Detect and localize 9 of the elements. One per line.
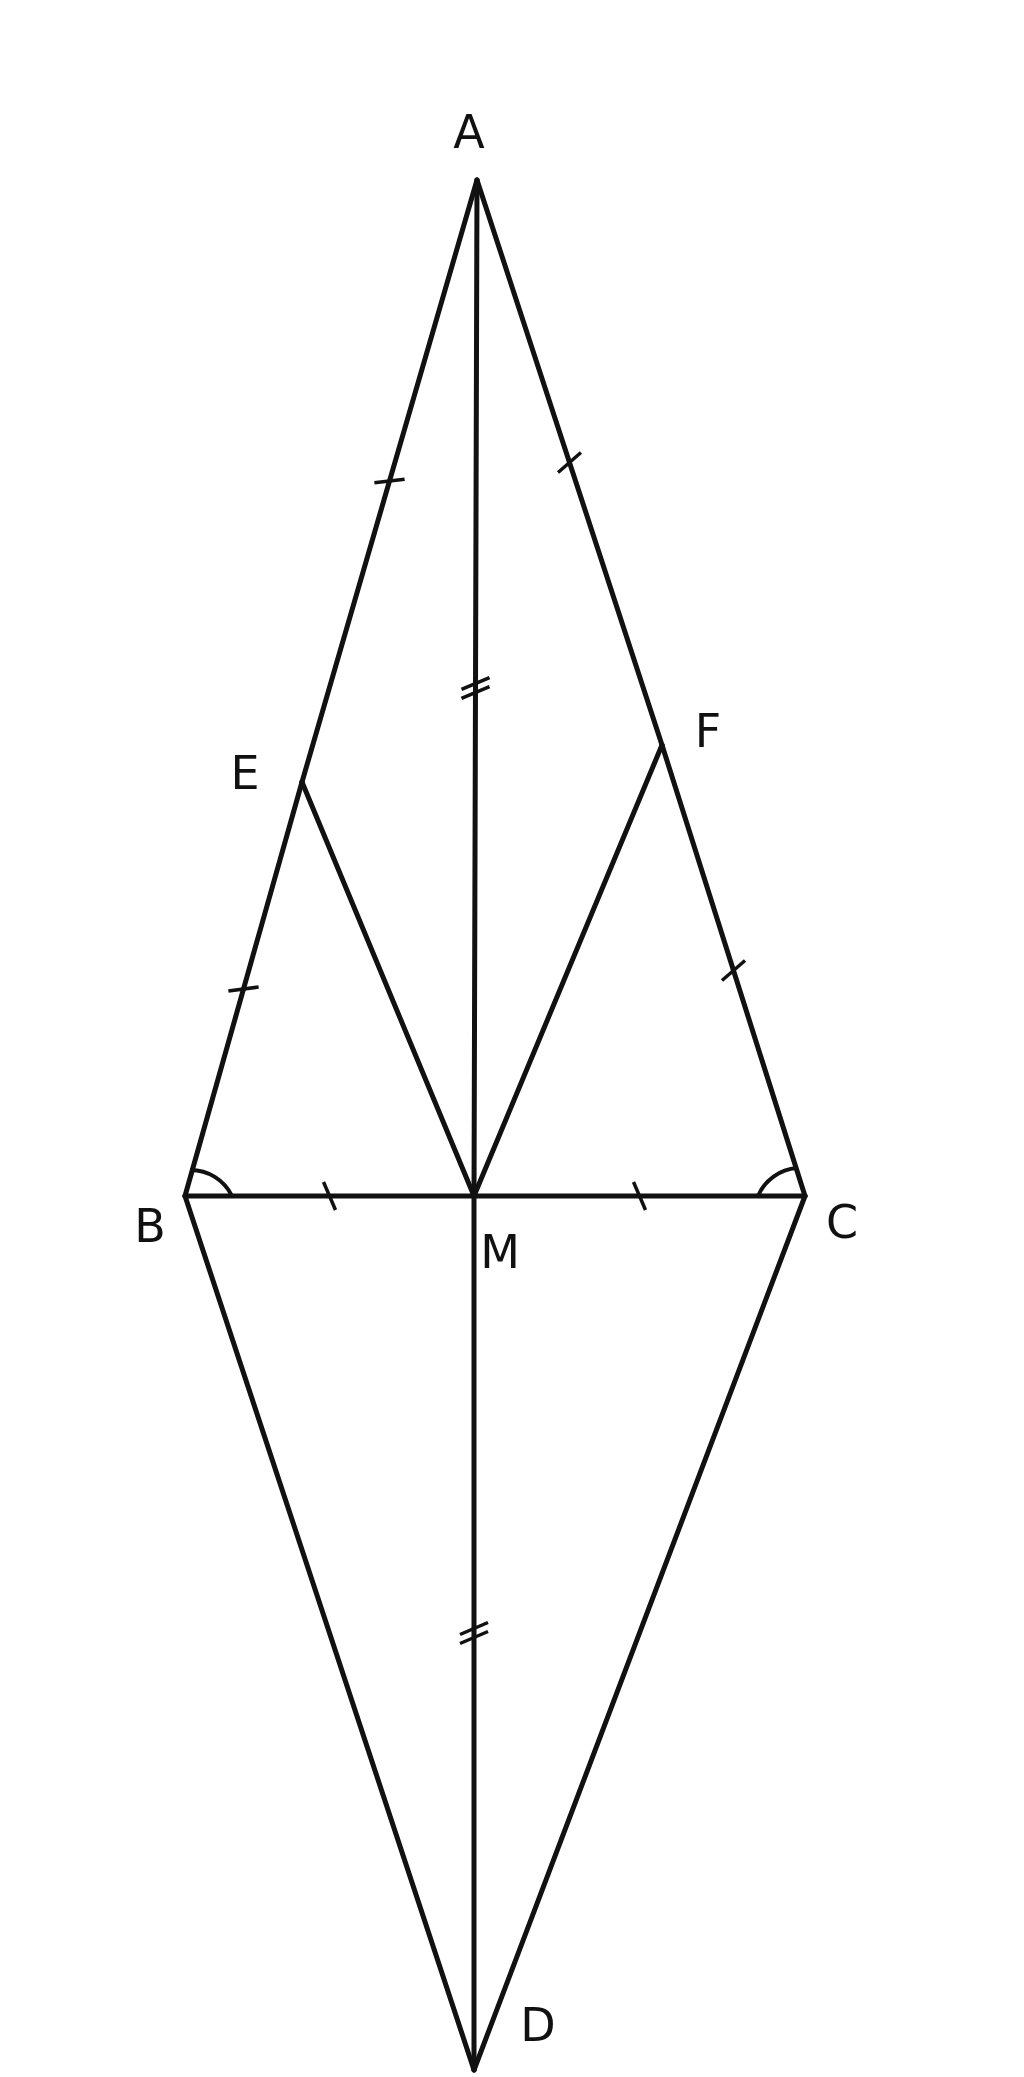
point-label: B	[134, 1203, 166, 1249]
line-segment	[471, 1193, 808, 2073]
point-label: A	[453, 109, 485, 155]
point-label: M	[480, 1229, 520, 1275]
point-label: D	[520, 2002, 556, 2048]
point-label: F	[694, 708, 722, 754]
point-label: C	[825, 1199, 859, 1245]
point-label: E	[230, 750, 260, 796]
line-segment	[182, 1193, 477, 2073]
